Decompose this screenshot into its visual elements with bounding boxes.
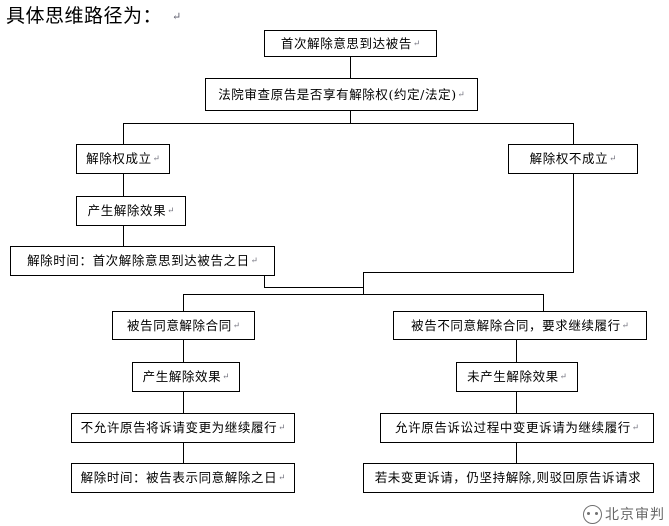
node-first-termination-notice[interactable]: 首次解除意思到达被告↵	[264, 30, 437, 57]
circle-logo-icon	[583, 504, 602, 524]
node-termination-effect-left[interactable]: 产生解除效果↵	[76, 196, 186, 226]
pilcrow-mark: ↵	[152, 154, 160, 164]
edge-n6-stem	[264, 275, 265, 287]
node-label: 法院审查原告是否享有解除权(约定/法定)	[218, 86, 457, 102]
watermark-text: 北京审判	[605, 507, 665, 523]
node-label: 解除权不成立	[529, 151, 609, 166]
node-label: 首次解除意思到达被告	[280, 35, 412, 51]
edge-n5-n6	[123, 225, 124, 246]
edge-n8-n10	[516, 339, 517, 362]
node-label: 产生解除效果	[87, 203, 167, 218]
edge-n2-stem	[350, 110, 351, 123]
pilcrow-mark: ↵	[631, 423, 639, 433]
page-title: 具体思维路径为： ↵	[6, 4, 182, 29]
pilcrow-mark: ↵	[278, 473, 286, 483]
edge-to-n4	[573, 123, 574, 144]
edge-to-n3	[123, 123, 124, 144]
edge-n4-stem	[573, 173, 574, 272]
node-label: 未产生解除效果	[467, 369, 559, 384]
edge-n6-run	[264, 287, 363, 288]
node-label: 不允许原告将诉请变更为继续履行	[80, 420, 278, 435]
pilcrow-mark: ↵	[167, 206, 175, 216]
node-no-termination-effect[interactable]: 未产生解除效果↵	[456, 362, 578, 392]
edge-n4-run	[363, 272, 574, 273]
node-label: 解除时间：被告表示同意解除之日	[80, 470, 278, 485]
watermark: 北京审判	[583, 504, 665, 524]
pilcrow-mark: ↵	[172, 10, 182, 23]
node-label: 允许原告诉讼过程中变更诉请为继续履行	[395, 420, 631, 435]
edge-n1-n2	[350, 56, 351, 78]
page-title-text: 具体思维路径为：	[6, 5, 163, 27]
node-court-review-right[interactable]: 法院审查原告是否享有解除权(约定/法定)↵	[205, 78, 478, 111]
node-termination-date-notice[interactable]: 解除时间：首次解除意思到达被告之日↵	[10, 246, 275, 276]
node-label: 被告不同意解除合同，要求继续履行	[411, 317, 621, 333]
node-defendant-disagrees[interactable]: 被告不同意解除合同，要求继续履行↵	[393, 311, 647, 340]
edge-n12-n14	[516, 443, 517, 463]
edge-merge-drop	[363, 272, 364, 294]
edge-split-bar-top	[123, 123, 573, 124]
node-no-claim-change-allowed[interactable]: 不允许原告将诉请变更为继续履行↵	[71, 413, 295, 443]
pilcrow-mark: ↵	[559, 372, 567, 382]
pilcrow-mark: ↵	[621, 320, 629, 331]
pilcrow-mark: ↵	[232, 320, 240, 331]
pilcrow-mark: ↵	[412, 38, 421, 49]
pilcrow-mark: ↵	[222, 372, 230, 382]
node-dismiss-claim[interactable]: 若未变更诉请，仍坚持解除,则驳回原告诉请求	[363, 463, 654, 493]
node-right-not-established[interactable]: 解除权不成立↵	[508, 144, 638, 174]
pilcrow-mark: ↵	[278, 423, 286, 433]
pilcrow-mark: ↵	[250, 256, 258, 266]
node-claim-change-allowed[interactable]: 允许原告诉讼过程中变更诉请为继续履行↵	[380, 413, 654, 443]
node-label: 被告同意解除合同	[127, 317, 232, 333]
node-termination-date-consent[interactable]: 解除时间：被告表示同意解除之日↵	[71, 463, 295, 493]
edge-split-bar-mid	[183, 294, 543, 295]
edge-to-n7	[183, 294, 184, 311]
node-termination-effect-agree[interactable]: 产生解除效果↵	[132, 362, 240, 392]
node-label: 解除权成立	[86, 151, 152, 166]
node-label: 若未变更诉请，仍坚持解除,则驳回原告诉请求	[374, 470, 642, 485]
edge-n11-n13	[183, 443, 184, 463]
edge-n3-n5	[123, 173, 124, 196]
edge-n7-n9	[183, 339, 184, 362]
node-defendant-agrees[interactable]: 被告同意解除合同↵	[112, 311, 255, 340]
node-label: 产生解除效果	[142, 369, 222, 384]
node-label: 解除时间：首次解除意思到达被告之日	[27, 253, 250, 268]
edge-n10-n12	[516, 391, 517, 413]
pilcrow-mark: ↵	[457, 89, 465, 100]
node-right-established[interactable]: 解除权成立↵	[76, 144, 170, 174]
edge-n9-n11	[183, 391, 184, 413]
edge-to-n8	[543, 294, 544, 311]
pilcrow-mark: ↵	[609, 154, 617, 164]
